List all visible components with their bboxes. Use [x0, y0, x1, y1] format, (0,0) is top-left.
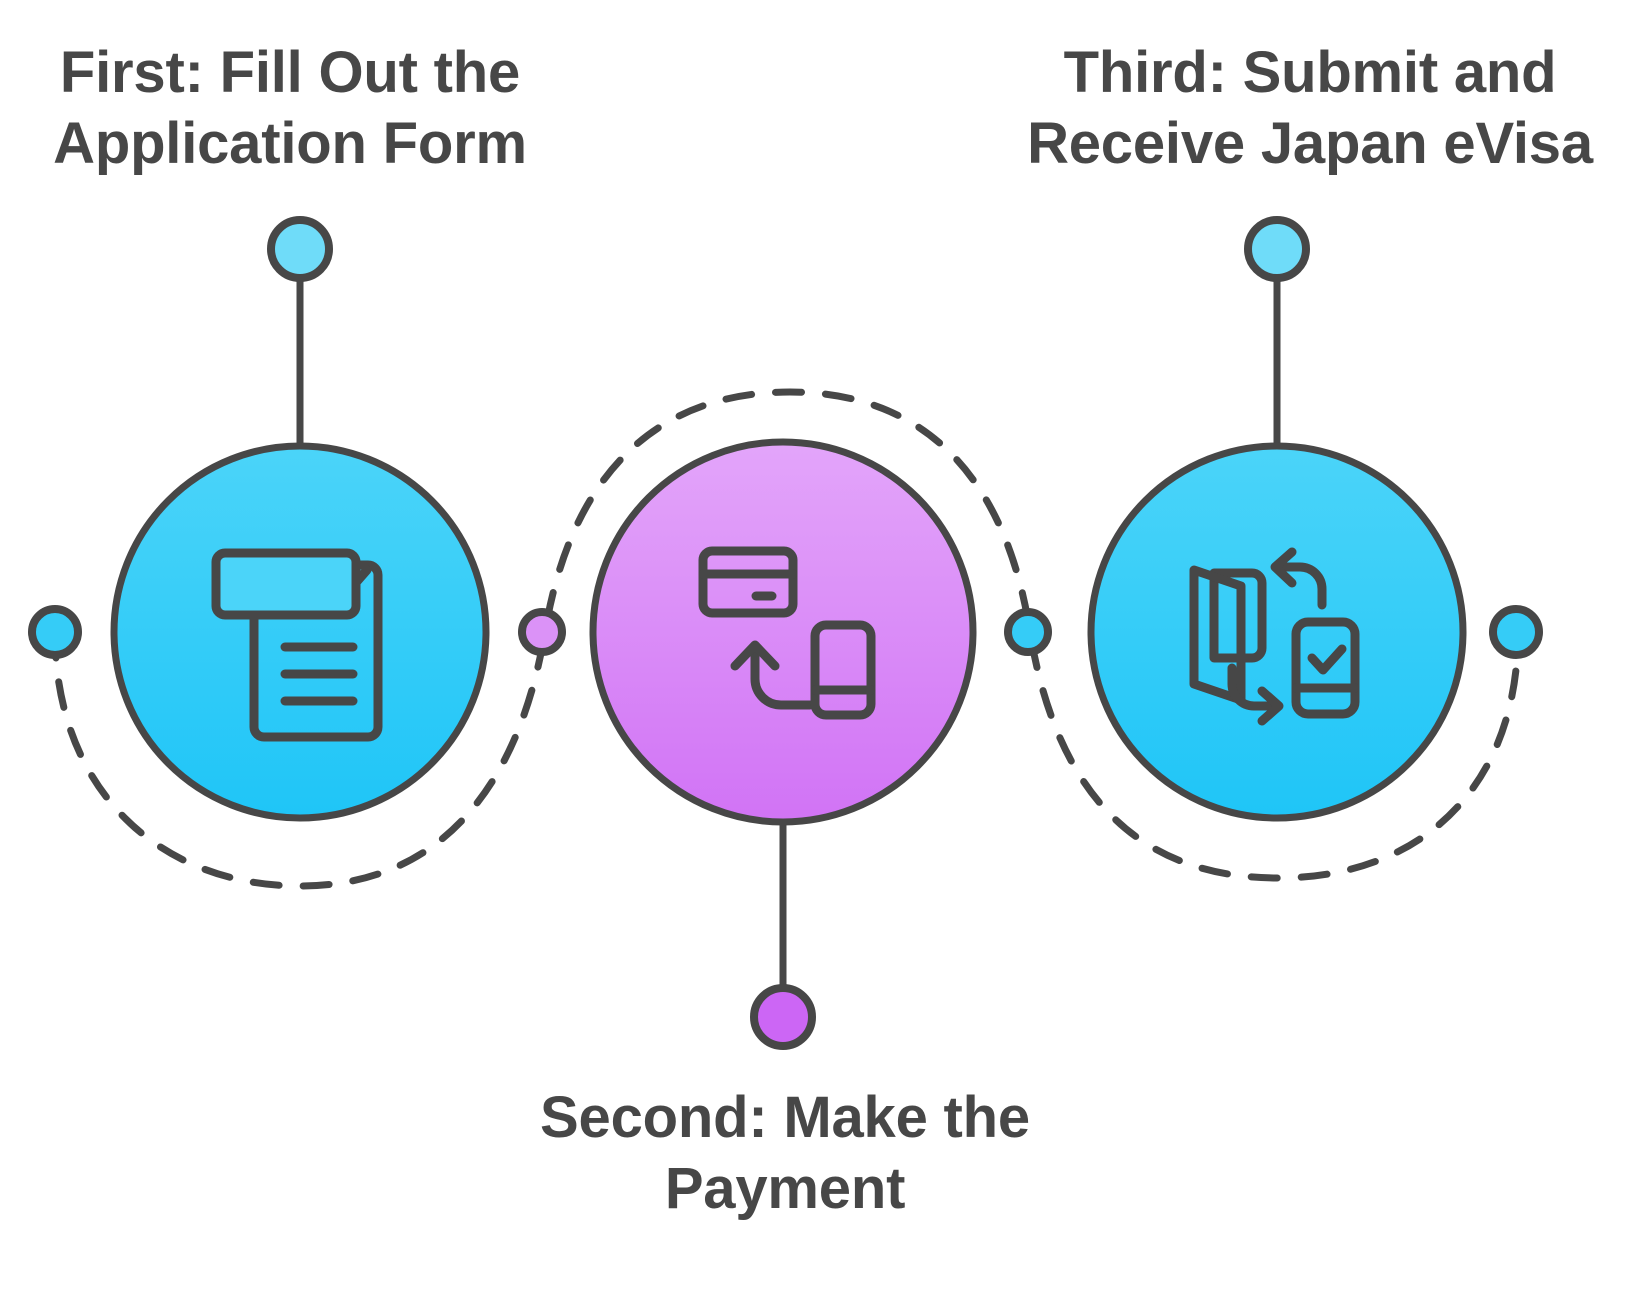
- step-node-2[interactable]: [589, 438, 977, 826]
- path-dot-one-two: [518, 608, 566, 656]
- smartphone-with-checkmark: [1291, 617, 1360, 719]
- connector-dots-group: [28, 216, 1543, 1050]
- path-dot-right: [1489, 605, 1543, 659]
- step-3-circle[interactable]: [1087, 442, 1467, 822]
- mobile-payment-icon: [698, 546, 876, 720]
- step-node-1[interactable]: [110, 442, 490, 822]
- step-2-title: Second: Make the Payment: [540, 1085, 1030, 1221]
- smartphone: [810, 620, 876, 720]
- stem-dot-step-1: [267, 216, 333, 282]
- step-3-title: Third: Submit and Receive Japan eVisa: [1027, 40, 1593, 176]
- curved-arrow-right: [1227, 663, 1282, 711]
- application-form-icon: [211, 548, 383, 742]
- passport-back-cover: [1209, 568, 1267, 663]
- connector-path-group: [51, 388, 1522, 890]
- curved-up-arrow: [750, 642, 815, 710]
- step-1-circle[interactable]: [110, 442, 490, 822]
- path-dot-two-three: [1004, 608, 1052, 656]
- credit-card: [698, 546, 798, 618]
- curved-up-arrow-head: [730, 640, 780, 671]
- submit-receive-evisa-icon: [1189, 547, 1360, 726]
- curved-arrow-left-head: [1270, 547, 1297, 588]
- connector-dashed-path: [51, 388, 1522, 890]
- stem-group: [296, 254, 1281, 1021]
- checkmark-icon: [1307, 644, 1347, 675]
- path-dot-left: [28, 605, 82, 659]
- curved-arrow-right-head: [1257, 686, 1284, 726]
- stem-dot-step-2: [750, 984, 816, 1050]
- curved-arrow-left: [1272, 562, 1327, 610]
- step-1-title: First: Fill Out the Application Form: [53, 40, 527, 176]
- stem-dot-step-3: [1244, 216, 1310, 282]
- dropdown-field: [211, 548, 361, 620]
- step-2-circle[interactable]: [589, 438, 977, 826]
- step-node-3[interactable]: [1087, 442, 1467, 822]
